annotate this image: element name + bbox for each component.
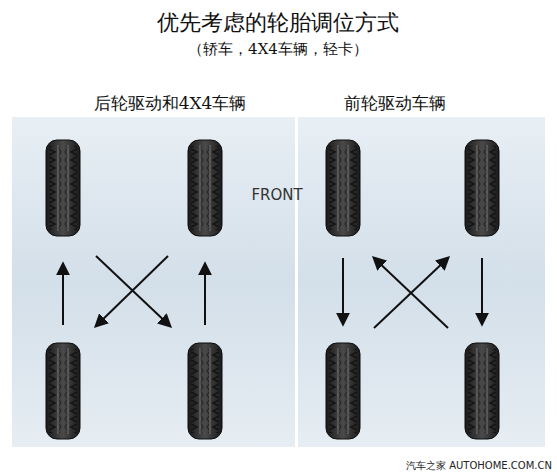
tire — [326, 140, 360, 236]
watermark: 汽车之家 AUTOHOME.COM.CN — [406, 459, 552, 473]
tire — [465, 343, 499, 439]
tire-group — [46, 140, 499, 439]
subtitle: （轿车，4X4车辆，轻卡） — [188, 40, 368, 59]
tire — [46, 140, 80, 236]
panel-heading: 后轮驱动和4X4车辆 — [94, 92, 247, 115]
panel: 后轮驱动和4X4车辆 — [12, 92, 295, 447]
tire — [188, 343, 222, 439]
rotation-arrows — [63, 256, 482, 328]
panel-band — [12, 117, 545, 447]
panel-heading: 前轮驱动车辆 — [344, 92, 446, 115]
tire — [326, 343, 360, 439]
title: 优先考虑的轮胎调位方式 — [157, 8, 399, 38]
panel: 前轮驱动车辆 — [298, 92, 545, 447]
tire — [465, 140, 499, 236]
tire — [46, 343, 80, 439]
direction-label: FRONT — [251, 186, 302, 204]
tire — [188, 140, 222, 236]
